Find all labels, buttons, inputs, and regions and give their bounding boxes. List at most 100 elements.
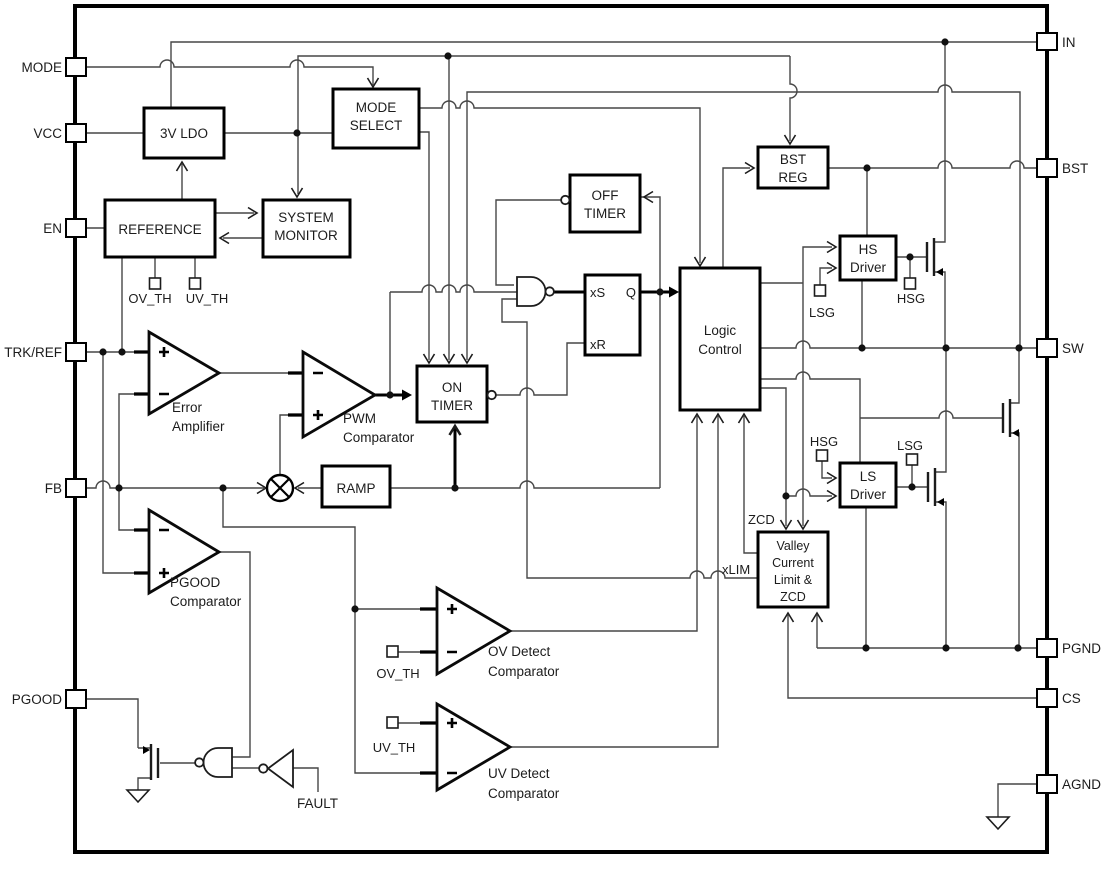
ls-fet-icon [926, 468, 937, 506]
block-hs-driver [838, 234, 898, 282]
label-pgoodcomp-2: Comparator [170, 594, 242, 609]
wire-ov-out [510, 416, 698, 632]
block-reference [103, 198, 217, 259]
wire-agnd [997, 783, 1037, 817]
label-bst-reg-1: BST [780, 152, 806, 167]
ov-signs [447, 604, 457, 654]
chip-outline [73, 4, 1049, 854]
lsg-top-terminal [813, 284, 827, 297]
latch-labels: xS Q xR [590, 285, 636, 352]
pin-agnd [1036, 774, 1058, 794]
label-3v-ldo: 3V LDO [160, 126, 208, 141]
wire-fault [293, 767, 319, 792]
block-ls-driver [838, 461, 898, 509]
arrowheads-filled [402, 286, 679, 401]
lsg-bottom-terminal [905, 453, 919, 466]
label-on-timer-2: TIMER [431, 398, 473, 413]
uv-comparator-symbol [435, 701, 513, 793]
wire-modeselect-out2 [419, 131, 430, 360]
wire-logic-out2 [760, 371, 1003, 463]
block-system-monitor [261, 198, 352, 259]
pgood-fet-icon [149, 744, 160, 780]
label-valley-3: Limit & [774, 573, 813, 587]
gnd-icon-pgood [125, 789, 151, 804]
wire-uv-out [510, 416, 719, 748]
wire-pgood-fet [87, 698, 151, 790]
mosfet-arrows [143, 268, 1019, 754]
pin-label-trkref: TRK/REF [4, 345, 62, 360]
offtimer-input-bubble-icon [560, 194, 571, 206]
pin-label-bst: BST [1062, 161, 1088, 176]
pin-fb [65, 478, 87, 498]
block-sr-latch [583, 273, 642, 357]
uvth-ref-terminal [188, 277, 202, 290]
nand-bubble-icon [544, 286, 555, 297]
pin-label-pgnd: PGND [1062, 641, 1101, 656]
label-on-timer-1: ON [442, 380, 462, 395]
block-mode-select [331, 87, 421, 150]
pin-cs [1036, 688, 1058, 708]
comparator-signs [159, 347, 457, 775]
pin-label-mode: MODE [22, 60, 63, 75]
ovcomp-leads [420, 607, 436, 654]
wire-modeselect-out1 [419, 100, 701, 263]
label-logic-2: Control [698, 342, 742, 357]
hs-fet-icon [925, 238, 936, 276]
wire-sw-rail [760, 340, 1037, 349]
wire-zcd [743, 416, 758, 554]
wire-bstreg-top [789, 56, 798, 141]
label-q: Q [626, 285, 636, 300]
wire-fb-to-ovuv [222, 488, 420, 774]
label-bst-reg-2: REG [778, 170, 807, 185]
label-uvth-ref: UV_TH [186, 291, 229, 306]
pin-sw [1036, 338, 1058, 358]
block-logic-control [678, 266, 762, 412]
wire-fb [87, 480, 264, 489]
uvcomp-leads [420, 721, 436, 775]
wire-mode [87, 59, 374, 85]
wire-cs [787, 615, 1037, 699]
wire-fet3-leads [935, 348, 947, 648]
label-off-timer-2: TIMER [584, 206, 626, 221]
hsg-bottom-terminal [815, 449, 829, 462]
label-ovth-ref: OV_TH [128, 291, 171, 306]
ground-symbols [125, 789, 1011, 831]
pwm-signs [313, 371, 323, 420]
label-pgoodcomp-1: PGOOD [170, 575, 221, 590]
wire-bst-out [828, 160, 1037, 169]
blocks [103, 87, 898, 609]
wire-logic-out3 [760, 387, 832, 526]
wire-offtimer-loop [495, 199, 561, 286]
uvth-terminal [386, 716, 399, 729]
label-mode-select-1: MODE [356, 100, 397, 115]
pin-pgood [65, 689, 87, 709]
pin-label-agnd: AGND [1062, 777, 1101, 792]
wire-q-feedback [641, 196, 661, 488]
label-lsg-bottom: LSG [897, 438, 923, 453]
wire-ontimer-to-xr [496, 342, 585, 396]
pin-labels: MODE VCC EN TRK/REF FB PGOOD IN BST SW P… [4, 35, 1101, 792]
wire-lsg-top [819, 267, 832, 285]
arrowheads [175, 77, 838, 623]
ov-comparator-symbol [435, 585, 513, 677]
pins [65, 32, 1058, 794]
fault-inverter [266, 748, 294, 789]
label-lsg-top: LSG [809, 305, 835, 320]
erramp-signs [159, 347, 169, 396]
wire-pgoodcomp-out [219, 551, 251, 758]
pin-label-pgood: PGOOD [12, 692, 63, 707]
label-uvcomp-1: UV Detect [488, 766, 550, 781]
gates [194, 194, 571, 789]
pin-in [1036, 32, 1058, 51]
label-uvth: UV_TH [373, 740, 416, 755]
label-error-2: Amplifier [172, 419, 225, 434]
wire-in-rail [170, 41, 1037, 108]
wire-fet2-leads [1010, 348, 1020, 648]
pin-label-cs: CS [1062, 691, 1081, 706]
wire-th-stubs [398, 651, 420, 724]
block-valley-zcd [756, 530, 830, 609]
arrow-pwm-ontimer [402, 389, 412, 401]
pgood-signs [159, 528, 169, 578]
pin-mode [65, 57, 87, 77]
